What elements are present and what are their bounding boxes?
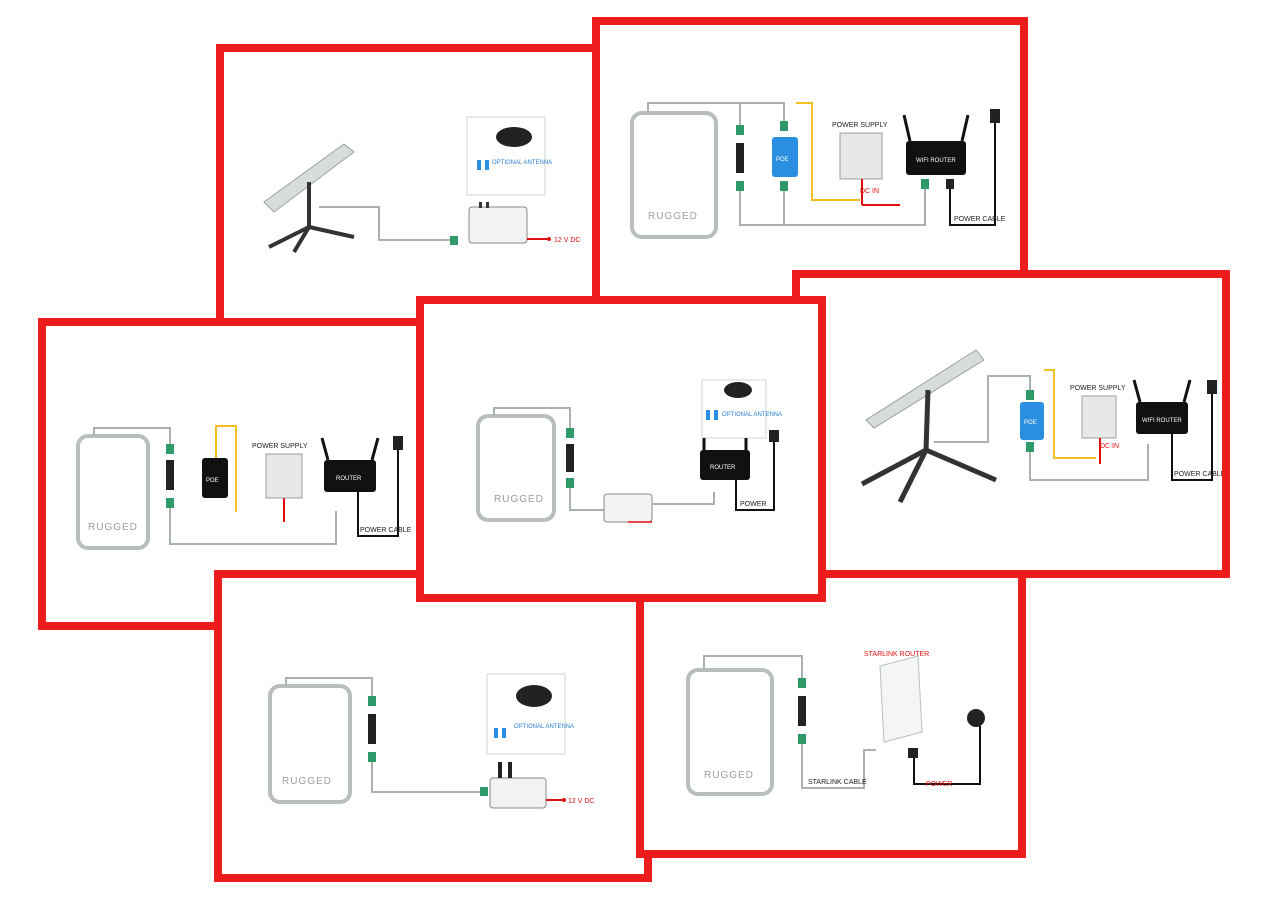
rugged-dish-icon xyxy=(630,111,718,239)
panel-4-diagram: RUGGED OPTIONAL ANTENNA ROUTER POWER xyxy=(476,379,782,523)
optional-antenna-label: OPTIONAL ANTENNA xyxy=(514,724,574,730)
dc-in-label: DC IN xyxy=(860,188,879,195)
router-icon xyxy=(324,460,376,492)
poe-injector-icon xyxy=(1020,402,1044,440)
connector-icon xyxy=(736,181,744,191)
plug-icon xyxy=(1207,380,1217,394)
rugged-dish-icon xyxy=(476,414,556,522)
power-supply-label: POWER SUPPLY xyxy=(832,122,888,129)
router-label: WIFI ROUTER xyxy=(1142,418,1182,424)
connector-icon xyxy=(736,125,744,135)
poe-label: POE xyxy=(206,478,219,484)
rugged-label: RUGGED xyxy=(88,522,138,533)
plug-icon xyxy=(769,430,779,442)
power-cable-label: POWER CABLE xyxy=(1174,471,1226,478)
power-supply-label: POWER SUPPLY xyxy=(252,443,308,450)
coupler-icon xyxy=(566,444,574,472)
power-cable-label: POWER CABLE xyxy=(360,527,412,534)
poe-label: POE xyxy=(776,157,789,163)
poe-injector-icon xyxy=(772,137,798,177)
starlink-cable-label: STARLINK CABLE xyxy=(808,779,867,786)
coupler-icon xyxy=(736,143,744,173)
router-icon xyxy=(700,450,750,480)
coupler-icon xyxy=(798,696,806,726)
optional-antenna-label: OPTIONAL ANTENNA xyxy=(492,160,552,166)
router-label: ROUTER xyxy=(336,476,362,482)
dish-cable xyxy=(319,206,454,241)
power-supply-label: POWER SUPPLY xyxy=(1070,385,1126,392)
power-cable-label: POWER xyxy=(740,501,766,508)
antenna-icon xyxy=(516,685,552,707)
panel-1-diagram: 12 V DC OPTIONAL ANTENNA xyxy=(263,116,580,254)
poe-injector-icon xyxy=(202,458,228,498)
starlink-router-icon xyxy=(879,655,923,743)
dc-in-label: DC IN xyxy=(1100,443,1119,450)
plug-icon xyxy=(990,109,1000,123)
plug-icon xyxy=(393,436,403,450)
rugged-label: RUGGED xyxy=(704,770,754,781)
inverter-box-icon xyxy=(489,777,547,809)
power-cable-label: POWER CABLE xyxy=(954,216,1006,223)
poe-label: POE xyxy=(1024,420,1037,426)
plug-icon xyxy=(967,709,985,727)
antenna-icon xyxy=(496,127,532,147)
flat-dish-icon xyxy=(263,143,355,254)
rugged-dish-icon xyxy=(268,684,352,804)
diagram-panel-rugged-inverter: RUGGED 12 V DC OPTIONAL ANTENNA xyxy=(214,570,652,882)
diagram-panel-rugged-antenna-router: RUGGED OPTIONAL ANTENNA ROUTER POWER xyxy=(416,296,826,602)
router-label: WIFI ROUTER xyxy=(916,158,956,164)
rugged-label: RUGGED xyxy=(282,776,332,787)
optional-antenna-box xyxy=(486,673,566,755)
panel-5-diagram: POE POWER SUPPLY DC IN WIFI ROUTER POWER… xyxy=(860,349,1226,504)
inverter-box-icon xyxy=(603,493,653,523)
power-supply-icon xyxy=(265,453,303,499)
coupler-icon xyxy=(166,460,174,490)
starlink-router-label: STARLINK ROUTER xyxy=(864,651,929,658)
rugged-label: RUGGED xyxy=(494,494,544,505)
router-label: ROUTER xyxy=(710,465,736,471)
flat-dish-icon xyxy=(860,349,997,504)
dc-label: 12 V DC xyxy=(568,798,594,805)
coupler-icon xyxy=(368,714,376,744)
panel-7-diagram: RUGGED STARLINK CABLE STARLINK ROUTER PO… xyxy=(686,651,985,796)
wifi-router-icon xyxy=(906,141,966,175)
rugged-dish-icon xyxy=(76,434,150,550)
dc-label: 12 V DC xyxy=(554,237,580,244)
panel-6-diagram: RUGGED 12 V DC OPTIONAL ANTENNA xyxy=(268,673,594,809)
wifi-router-icon xyxy=(1136,402,1188,434)
antenna-icon xyxy=(724,382,752,398)
rugged-label: RUGGED xyxy=(648,211,698,222)
power-supply-icon xyxy=(839,132,883,180)
diagram-panel-dish-router: POE POWER SUPPLY DC IN WIFI ROUTER POWER… xyxy=(792,270,1230,578)
inverter-box-icon xyxy=(468,206,528,244)
rugged-dish-icon xyxy=(686,668,774,796)
power-label: POWER xyxy=(926,781,952,788)
diagram-panel-dish-inverter: 12 V DC OPTIONAL ANTENNA xyxy=(216,44,606,352)
optional-antenna-label: OPTIONAL ANTENNA xyxy=(722,412,782,418)
panel-2-diagram: RUGGED POE POWER SUPPLY DC IN WIFI ROUTE… xyxy=(630,102,1006,239)
panel-3-diagram: RUGGED POE POWER SUPPLY ROUTER POWER CAB… xyxy=(76,425,412,550)
power-supply-icon xyxy=(1081,395,1117,439)
connector-icon xyxy=(450,236,458,245)
